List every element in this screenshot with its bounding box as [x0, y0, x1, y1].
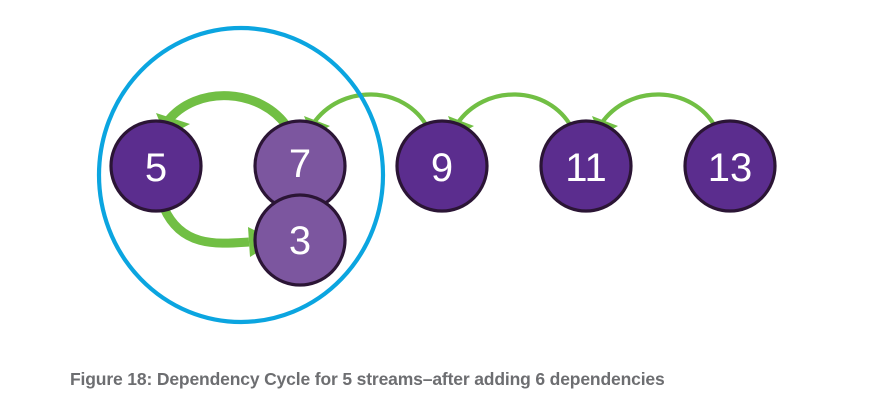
figure-caption: Figure 18: Dependency Cycle for 5 stream…	[70, 369, 665, 389]
node-3-circle[interactable]	[253, 193, 347, 287]
node-13-circle[interactable]	[683, 119, 777, 213]
node-11-label: 11	[565, 146, 607, 190]
dependency-cycle-ring	[96, 25, 386, 325]
edge-5-to-3-path	[159, 205, 250, 248]
node-9-circle[interactable]	[395, 119, 489, 213]
node-5-label: 5	[145, 146, 167, 190]
node-7[interactable]: 7	[253, 119, 347, 213]
node-5-circle[interactable]	[109, 119, 203, 213]
node-5[interactable]: 5	[109, 119, 203, 213]
node-9-label: 9	[431, 146, 453, 190]
node-3-label: 3	[289, 219, 311, 263]
node-11-circle[interactable]	[539, 119, 633, 213]
edge-11-to-9-path	[455, 92, 574, 130]
edge-13-to-11-path	[599, 92, 718, 130]
node-9[interactable]: 9	[395, 119, 489, 213]
node-13-label: 13	[708, 146, 753, 190]
node-3[interactable]: 3	[253, 193, 347, 287]
node-7-label: 7	[289, 142, 311, 186]
edge-7-to-5-path	[163, 91, 292, 131]
edge-9-to-7-path	[311, 92, 430, 130]
node-11[interactable]: 11	[539, 119, 633, 213]
node-13[interactable]: 13	[683, 119, 777, 213]
node-layer: 5 7 3 9 11 13	[109, 119, 777, 287]
